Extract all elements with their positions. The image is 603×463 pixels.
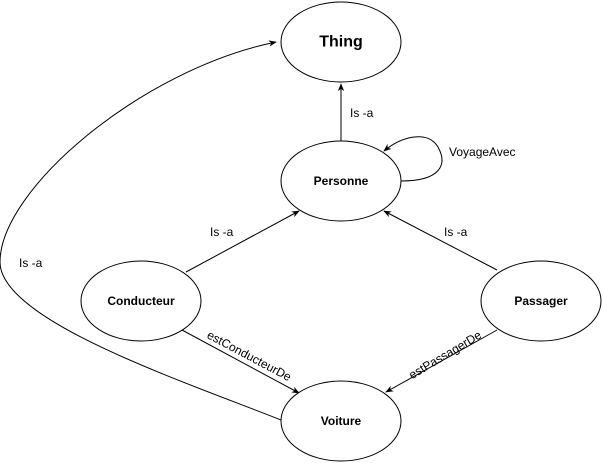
edge-label-voyage-avec: VoyageAvec xyxy=(449,145,516,159)
edge-passager-est-passager-de xyxy=(385,329,498,393)
node-voiture[interactable]: Voiture xyxy=(280,380,402,462)
edge-label-est-passager-de: estPassagerDe xyxy=(406,328,484,382)
node-thing[interactable]: Thing xyxy=(280,1,402,83)
node-personne-label: Personne xyxy=(314,174,369,188)
edge-label-voiture-is-a-thing: Is -a xyxy=(19,256,43,270)
node-personne[interactable]: Personne xyxy=(280,140,402,222)
edge-voiture-is-a-thing xyxy=(0,40,282,421)
edge-label-conducteur-is-a-personne: Is -a xyxy=(210,225,234,239)
node-passager[interactable]: Passager xyxy=(480,260,602,342)
edge-label-est-conducteur-de: estConducteurDe xyxy=(205,328,294,384)
node-conducteur-label: Conducteur xyxy=(107,294,175,308)
edge-label-passager-is-a-personne: Is -a xyxy=(444,225,468,239)
edge-personne-voyage-avec xyxy=(383,136,443,182)
node-voiture-label: Voiture xyxy=(321,414,362,428)
edge-passager-is-a-personne xyxy=(383,210,498,271)
edge-label-personne-is-a-thing: Is -a xyxy=(350,106,374,120)
edge-conducteur-est-conducteur-de xyxy=(181,329,300,394)
node-passager-label: Passager xyxy=(514,294,568,308)
node-thing-label: Thing xyxy=(319,34,363,51)
node-conducteur[interactable]: Conducteur xyxy=(80,260,202,342)
edge-conducteur-is-a-personne xyxy=(185,210,300,273)
